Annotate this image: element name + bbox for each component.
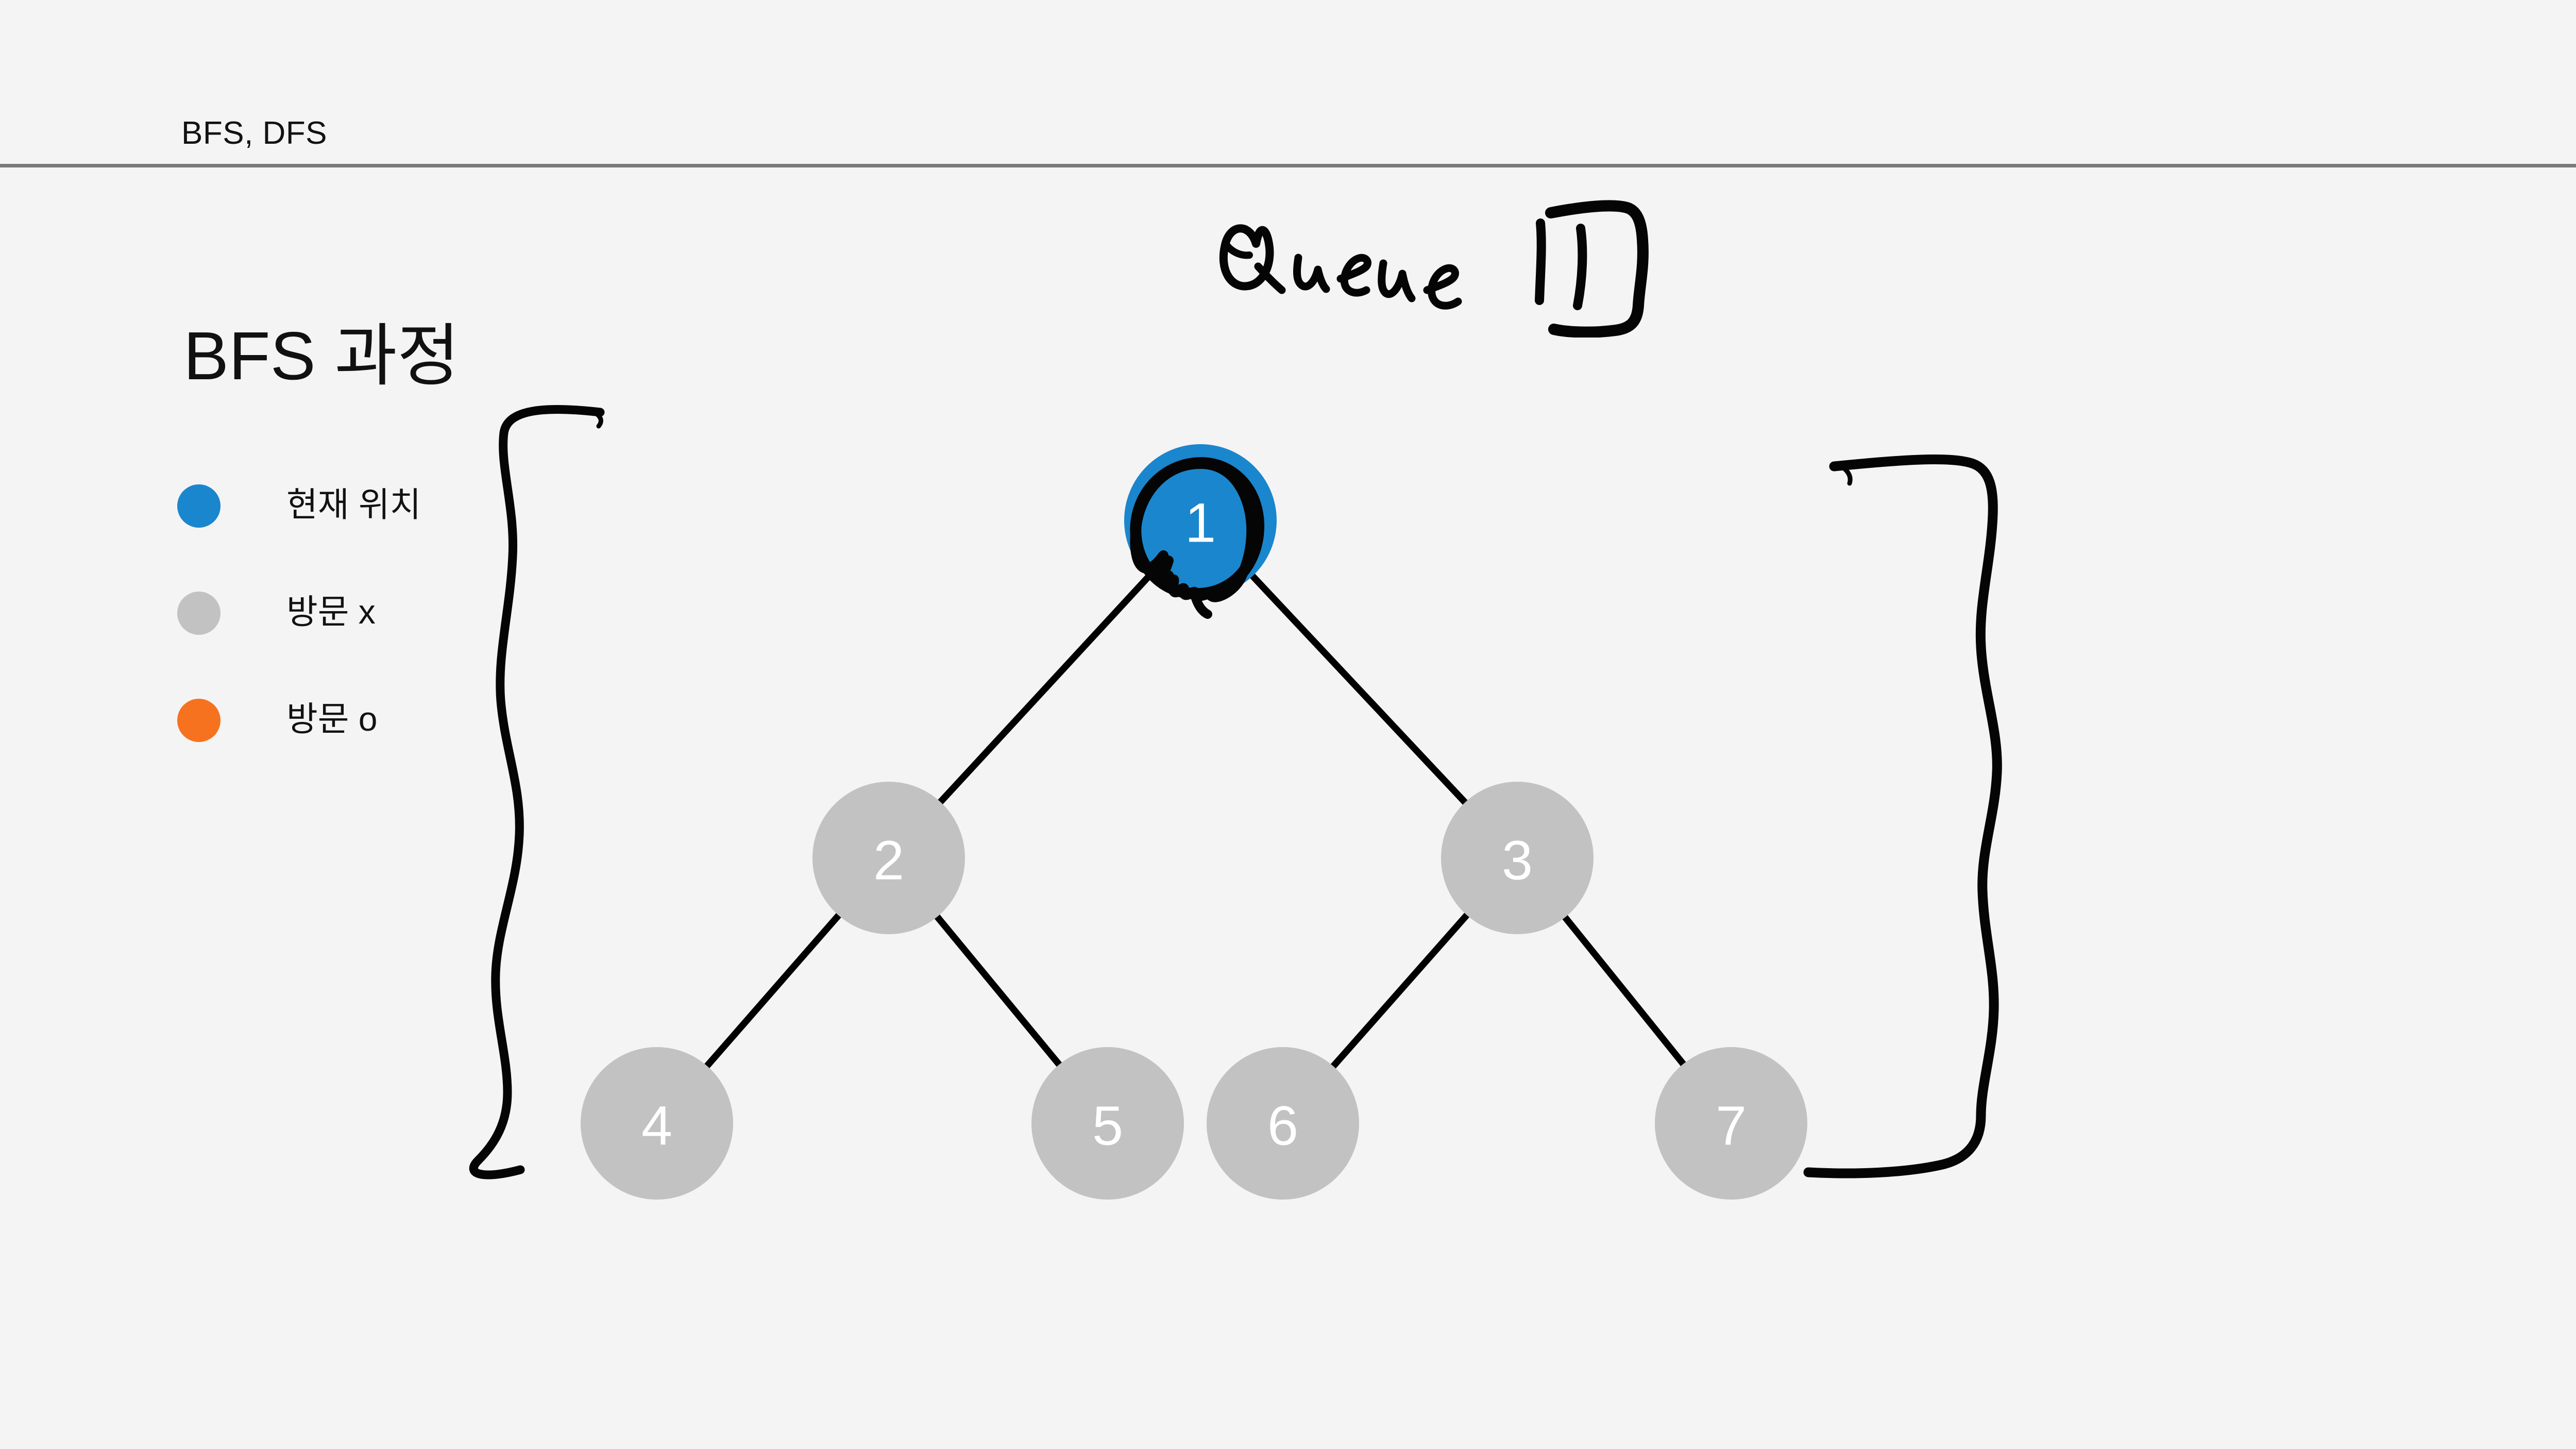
queue-annotation [1200,183,1690,338]
queue-letter-e2-ink [1423,264,1462,310]
tree-node-label-5: 5 [1092,1094,1123,1157]
tree-node-circle-4[interactable] [581,1047,733,1200]
legend-swatch-unvisited-icon [177,592,221,635]
tree-node-label-2: 2 [873,829,904,891]
queue-letter-q-tail-ink [1224,242,1253,259]
legend-swatch-current-icon [177,484,221,528]
queue-annotation-svg [1219,200,1649,338]
page-title: BFS, DFS [181,115,328,151]
legend-label-current: 현재 위치 [286,485,421,524]
queue-box-outline-ink [1545,200,1649,338]
tree-node-circle-6[interactable] [1207,1047,1359,1200]
handdrawn-right-brace-ink [1803,454,2002,1178]
tree-edge-2-4 [703,912,843,1070]
tree-node-label-3: 3 [1502,829,1533,891]
legend-label-unvisited: 방문 x [286,593,376,631]
tree-node-circle-3[interactable] [1441,782,1594,934]
handdrawn-current-node-circle-tail-ink [1190,589,1212,619]
tree-node-label-7: 7 [1716,1094,1747,1157]
legend-swatch-visited-icon [177,699,221,742]
tree-edge-1-3 [1248,572,1469,806]
queue-letter-e1-ink [1336,254,1371,297]
queue-letter-u2-ink [1378,259,1416,302]
queue-letter-q-stroke-ink [1254,262,1286,294]
queue-right-bracket-ink [1573,224,1587,310]
tree-node-circle-7[interactable] [1655,1047,1807,1200]
tree-node-7[interactable]: 7 [1655,1047,1807,1200]
tree-node-2[interactable]: 2 [812,782,965,934]
tree-node-label-6: 6 [1267,1094,1298,1157]
tree-node-circle-2[interactable] [812,782,965,934]
tree-node-6[interactable]: 6 [1207,1047,1359,1200]
queue-letter-u-ink [1293,254,1330,293]
section-title: BFS 과정 [183,318,460,394]
handdrawn-right-brace-tick-ink [1835,461,1853,486]
legend-label-visited: 방문 o [286,700,378,738]
tree-node-5[interactable]: 5 [1031,1047,1184,1200]
tree-edges [703,572,1687,1070]
tree-nodes: 1 2 3 4 5 6 7 [581,444,1807,1200]
queue-letter-q-ink [1219,224,1274,291]
tree-node-circle-5[interactable] [1031,1047,1184,1200]
tree-edge-3-7 [1561,914,1687,1068]
header-divider [0,164,2576,167]
tree-node-3[interactable]: 3 [1441,782,1594,934]
tree-edge-3-6 [1329,911,1471,1070]
queue-left-bracket-ink [1535,218,1546,305]
tree-node-4[interactable]: 4 [581,1047,733,1200]
tree-edge-2-5 [933,913,1063,1069]
tree-node-label-1: 1 [1185,492,1216,554]
tree-edge-1-2 [936,572,1153,806]
handdrawn-left-brace-ink [469,405,605,1180]
tree-node-label-4: 4 [641,1094,672,1157]
handdrawn-left-brace-tick-ink [585,407,603,429]
